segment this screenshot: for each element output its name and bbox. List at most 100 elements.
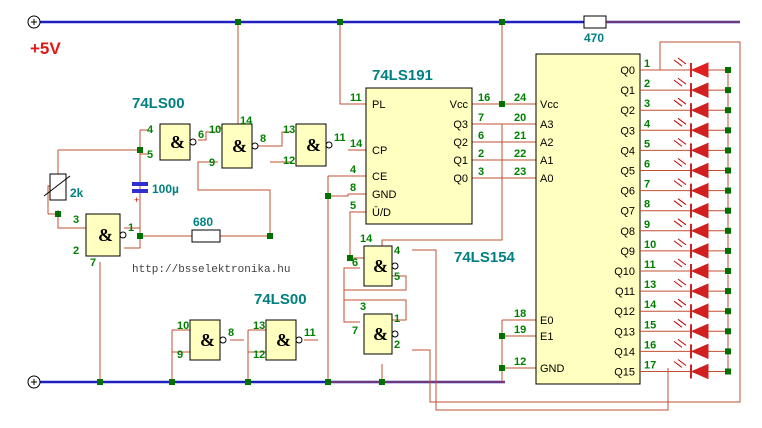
led-array [640, 57, 731, 380]
gate-pin-number: 9 [177, 349, 183, 361]
decoder-output-name: Q2 [620, 105, 635, 117]
counter-pin-number: 16 [478, 92, 490, 104]
counter-pin-number: 11 [350, 92, 362, 104]
decoder-pin-name: A3 [540, 119, 553, 131]
led-bus-junction [725, 348, 731, 355]
led [673, 278, 709, 299]
decoder-output-name: Q13 [614, 326, 635, 338]
gate-pin-number: 2 [394, 339, 400, 351]
decoder-output-number: 5 [644, 138, 650, 150]
led [673, 117, 709, 139]
counter-pin-name: CP [372, 145, 387, 157]
gate-pin-number: 2 [73, 245, 79, 257]
decoder-output-name: Q8 [620, 226, 635, 238]
decoder-output-number: 17 [644, 360, 656, 372]
led [673, 258, 709, 279]
counter-pin-name: Q0 [453, 173, 468, 185]
decoder-output-name: Q4 [620, 145, 635, 157]
cap-value: 100µ [152, 182, 179, 196]
led-bus-junction [725, 187, 731, 194]
decoder-pin-name: E0 [540, 315, 553, 327]
counter-pin-number: 2 [478, 148, 484, 160]
svg-text:+: + [134, 195, 139, 205]
nand-symbol: & [373, 256, 388, 276]
decoder-pin-name: GND [540, 363, 565, 375]
decoder-output-number: 1 [644, 58, 650, 70]
gate-pin-number: 1 [128, 222, 134, 234]
gate-pin-number: 13 [253, 320, 265, 332]
timing-resistor: 680 [191, 215, 221, 243]
led-bus-junction [725, 227, 731, 234]
decoder-chip-label: 74LS154 [454, 249, 516, 266]
led-bus-junction [725, 107, 731, 114]
led-resistor-value: 470 [584, 31, 604, 45]
gate-pin-number: 9 [209, 157, 215, 169]
nand-symbol: & [276, 330, 291, 350]
gate-pin-number: 6 [198, 129, 204, 141]
decoder-output-name: Q14 [614, 346, 635, 358]
decoder-output-number: 2 [644, 78, 650, 90]
decoder-output-number: 4 [644, 118, 651, 130]
counter-chip-label: 74LS191 [372, 67, 433, 84]
led-bus-junction [725, 268, 731, 274]
gate-pin-number: 8 [228, 327, 234, 339]
nand-symbol: & [373, 324, 388, 344]
decoder-output-number: 3 [644, 98, 650, 110]
led [673, 137, 709, 159]
counter-pin-number: 3 [478, 166, 484, 178]
decoder-output-number: 13 [644, 279, 656, 291]
gate-pin-number: 10 [209, 124, 221, 136]
decoder-pin-name: A2 [540, 137, 553, 149]
wiring [47, 21, 741, 411]
gate-pin-number: 3 [360, 301, 366, 313]
decoder-output-name: Q3 [620, 125, 635, 137]
counter-pin-name: Q3 [453, 119, 468, 131]
led [673, 338, 709, 360]
led [673, 298, 709, 319]
gate-pin-number: 1 [394, 313, 400, 325]
gate-pin-number: 12 [283, 155, 295, 167]
decoder-chip [535, 53, 641, 385]
website-url: http://bsselektronika.hu [132, 264, 290, 276]
potentiometer: 2k [43, 173, 84, 201]
nand-symbol: & [232, 136, 247, 156]
decoder-output-number: 9 [644, 219, 650, 231]
gate-pin-number: 14 [240, 115, 253, 127]
counter-pin-number: 7 [478, 112, 484, 124]
nand-symbol: & [306, 135, 321, 155]
led [673, 178, 709, 199]
counter-pin-name: Ū/D [372, 207, 391, 219]
timing-resistor-value: 680 [193, 215, 213, 229]
counter-pin-number: 14 [350, 138, 363, 150]
counter-pin-number: 5 [350, 200, 356, 212]
counter-pin-name: Vcc [450, 99, 469, 111]
led [673, 158, 709, 179]
led-bus-junction [725, 67, 731, 73]
led-bus-junction [725, 368, 731, 375]
decoder-output-name: Q7 [620, 206, 635, 218]
gate-pin-number: 5 [394, 271, 400, 283]
gate-pin-number: 7 [352, 325, 358, 337]
counter-pin-name: CE [372, 171, 387, 183]
gate-pin-number: 12 [253, 349, 265, 361]
led-bus-junction [725, 167, 731, 174]
gate-pin-number: 6 [352, 257, 358, 269]
led-bus-junction [725, 127, 731, 134]
gate-pin-number: 13 [283, 124, 295, 136]
counter-pin-name: GND [372, 189, 397, 201]
flipflop-gate-bottom: &37 1 2 [352, 301, 400, 355]
decoder-pins: Vcc24A320A221A122A023E018E119GND12Q01Q12… [514, 58, 657, 379]
decoder-output-number: 6 [644, 159, 650, 171]
led-resistor: 470 [583, 15, 607, 45]
pot-value: 2k [70, 186, 84, 200]
led-bus-junction [725, 87, 731, 94]
led [673, 318, 709, 340]
led [673, 238, 709, 259]
decoder-output-number: 7 [644, 179, 650, 191]
gates-layer: &456&109814&131211&3217&1098&131211&1464… [73, 115, 401, 361]
counter-chip [365, 87, 473, 225]
